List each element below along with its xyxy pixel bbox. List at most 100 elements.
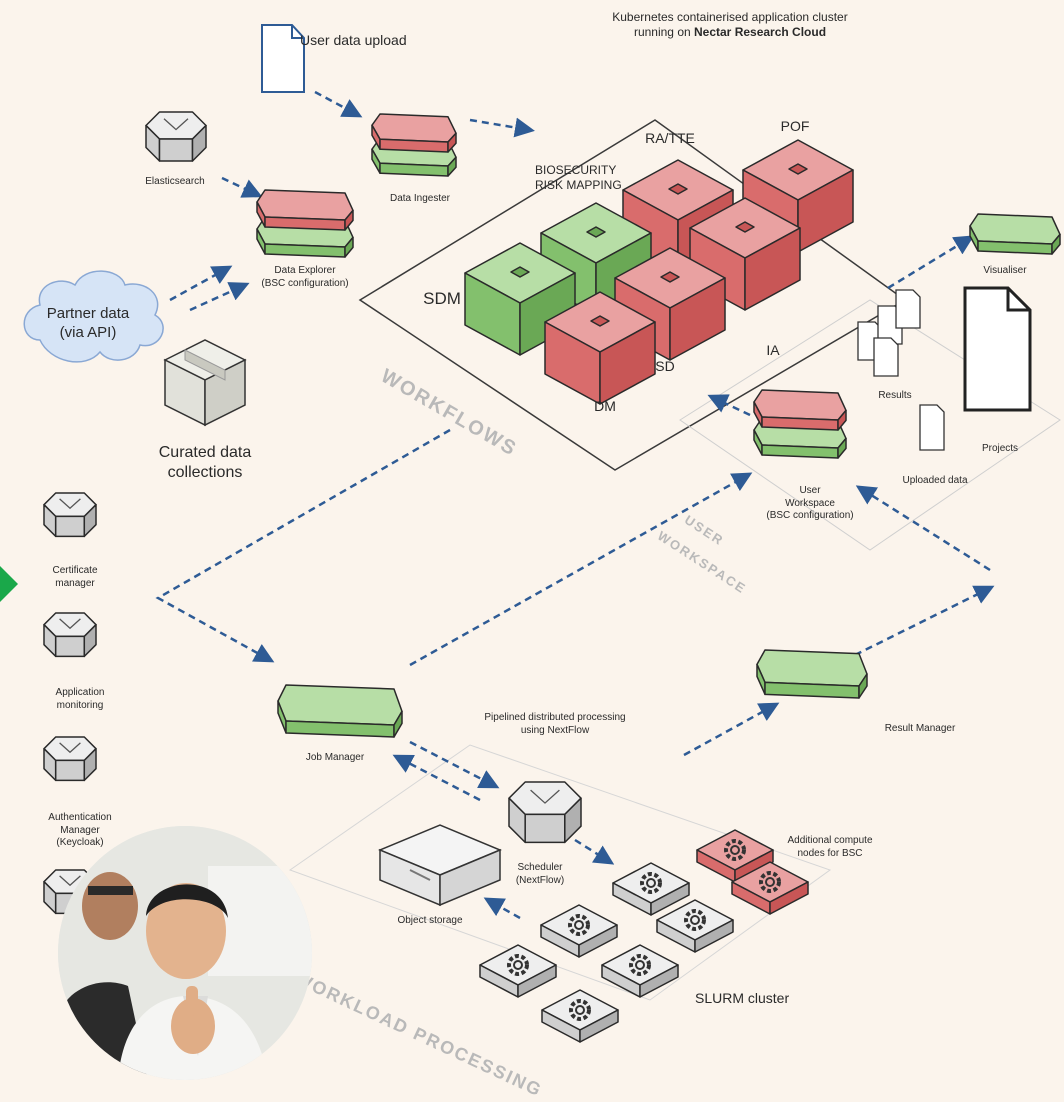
arrow-compute-storage (483, 897, 521, 920)
curated-line1: Curated data (158, 444, 252, 461)
sdm-cube (464, 242, 576, 356)
arrow-sched-jobmgr (392, 754, 481, 802)
presenters-photo (58, 826, 312, 1080)
visualiser-label: Visualiser (983, 265, 1027, 276)
data-ingester-icon-red (371, 113, 457, 153)
certificate-manager-label: Certificate manager (30, 565, 120, 590)
arrow-sched-compute (574, 838, 615, 865)
biosecurity-label: BIOSECURITY RISK MAPPING (535, 163, 655, 193)
application-monitoring-icon (43, 612, 97, 658)
cloud-icon (23, 270, 164, 363)
cluster-title: Kubernetes containerised application clu… (530, 10, 930, 40)
arrow-ws-workflows (707, 394, 751, 417)
pipelined-label: Pipelined distributed processing using N… (455, 712, 655, 737)
uploaded-data-label: Uploaded data (902, 475, 968, 486)
partner-data-line2: (via API) (59, 323, 117, 341)
arrow-jobmgr-sched (409, 740, 500, 789)
data-explorer-line2: (BSC configuration) (261, 277, 349, 289)
certificate-manager-icon (43, 492, 97, 538)
projects-label: Projects (981, 443, 1019, 454)
result-manager-icon (756, 649, 868, 699)
auth-line2: Manager (60, 824, 100, 836)
dm-label: DM (594, 398, 616, 414)
sd-label: SD (655, 358, 675, 374)
arrow-workflows-jobmanager (155, 428, 451, 663)
additional-line1: Additional compute (787, 835, 873, 846)
green-pointer-icon (0, 566, 18, 602)
authentication-manager-icon (43, 736, 97, 782)
user-workspace-icon-red (753, 389, 847, 431)
object-storage-icon (378, 824, 502, 907)
arrow-resultmgr-up (854, 585, 995, 657)
dm-cube (544, 291, 656, 405)
user-workspace-platform (679, 299, 1061, 551)
cluster-title-line1: Kubernetes containerised application clu… (612, 10, 848, 24)
slurm-cluster-label: SLURM cluster (695, 990, 790, 1006)
certificate-line1: Certificate (52, 565, 98, 576)
arrow-partner-explorer-1 (169, 265, 233, 302)
compute-node-grey-4 (479, 944, 557, 998)
user-workspace-label: User Workspace (BSC configuration) (745, 485, 875, 523)
arrow-partner-explorer-2 (189, 282, 250, 312)
partner-data-label: Partner data (via API) (28, 305, 148, 343)
visualiser-icon (969, 213, 1061, 255)
compute-node-grey-6 (541, 989, 619, 1043)
biosecurity-line1: BIOSECURITY (535, 163, 617, 177)
pipelined-line2: using NextFlow (520, 724, 590, 736)
cluster-title-prefix: running on (633, 25, 694, 39)
compute-node-red-2 (731, 861, 809, 915)
user-ws-line2: Workspace (785, 497, 835, 509)
elasticsearch-icon (145, 111, 207, 162)
file-icon-uploaded (919, 404, 945, 451)
data-ingester-label: Data Ingester (389, 193, 451, 204)
compute-node-grey-5 (601, 944, 679, 998)
compute-node-grey-1 (612, 862, 690, 916)
data-explorer-label: Data Explorer (BSC configuration) (245, 265, 365, 290)
user-data-upload-label: User data upload (300, 32, 407, 48)
application-monitoring-label: Application monitoring (30, 687, 130, 712)
additional-line2: nodes for BSC (797, 847, 863, 859)
arrow-result-userws (855, 485, 991, 572)
pipelined-line1: Pipelined distributed processing (484, 712, 626, 723)
data-explorer-icon-red (256, 189, 354, 231)
file-icon-upload (261, 24, 305, 93)
compute-node-grey-3 (656, 899, 734, 953)
arrow-ingester-workflows (469, 117, 535, 138)
certificate-line2: manager (55, 577, 95, 589)
scheduler-label: Scheduler (NextFlow) (500, 862, 580, 887)
arrow-jobmanager-userws (409, 472, 753, 667)
curated-data-label: Curated data collections (140, 443, 270, 483)
result-manager-label: Result Manager (884, 723, 956, 734)
cluster-title-line2: running on Nectar Research Cloud (530, 25, 930, 40)
user-ws-line3: (BSC configuration) (766, 510, 854, 521)
partner-data-line1: Partner data (46, 305, 130, 322)
file-icon-projects (963, 286, 1032, 412)
ia-cube (689, 197, 801, 311)
job-manager-label: Job Manager (305, 752, 365, 763)
auth-line1: Authentication (48, 812, 112, 823)
scheduler-line1: Scheduler (517, 862, 563, 873)
biosecurity-line2: RISK MAPPING (535, 178, 622, 192)
compute-node-grey-2 (540, 904, 618, 958)
app-mon-line1: Application (55, 687, 105, 698)
user-ws-line1: User (799, 485, 821, 496)
arrow-upload-ingester (314, 90, 363, 118)
cluster-title-bold: Nectar Research Cloud (694, 25, 827, 39)
data-explorer-line1: Data Explorer (274, 265, 336, 276)
arrow-elastic-explorer (221, 176, 263, 198)
scheduler-line2: (NextFlow) (515, 874, 565, 886)
ia-label: IA (766, 342, 780, 358)
additional-compute-label: Additional compute nodes for BSC (765, 835, 895, 860)
curated-line2: collections (167, 464, 243, 481)
pof-label: POF (780, 118, 810, 134)
results-label: Results (878, 390, 912, 401)
file-icon-results (857, 289, 921, 377)
object-storage-label: Object storage (397, 915, 463, 926)
compute-node-red-1 (696, 829, 774, 883)
job-manager-icon (277, 684, 403, 738)
authentication-manager-label: Authentication Manager (Keycloak) (25, 812, 135, 850)
scheduler-icon (508, 781, 582, 844)
app-mon-line2: monitoring (56, 699, 104, 711)
box-icon (163, 339, 247, 427)
elasticsearch-label: Elasticsearch (145, 176, 205, 187)
